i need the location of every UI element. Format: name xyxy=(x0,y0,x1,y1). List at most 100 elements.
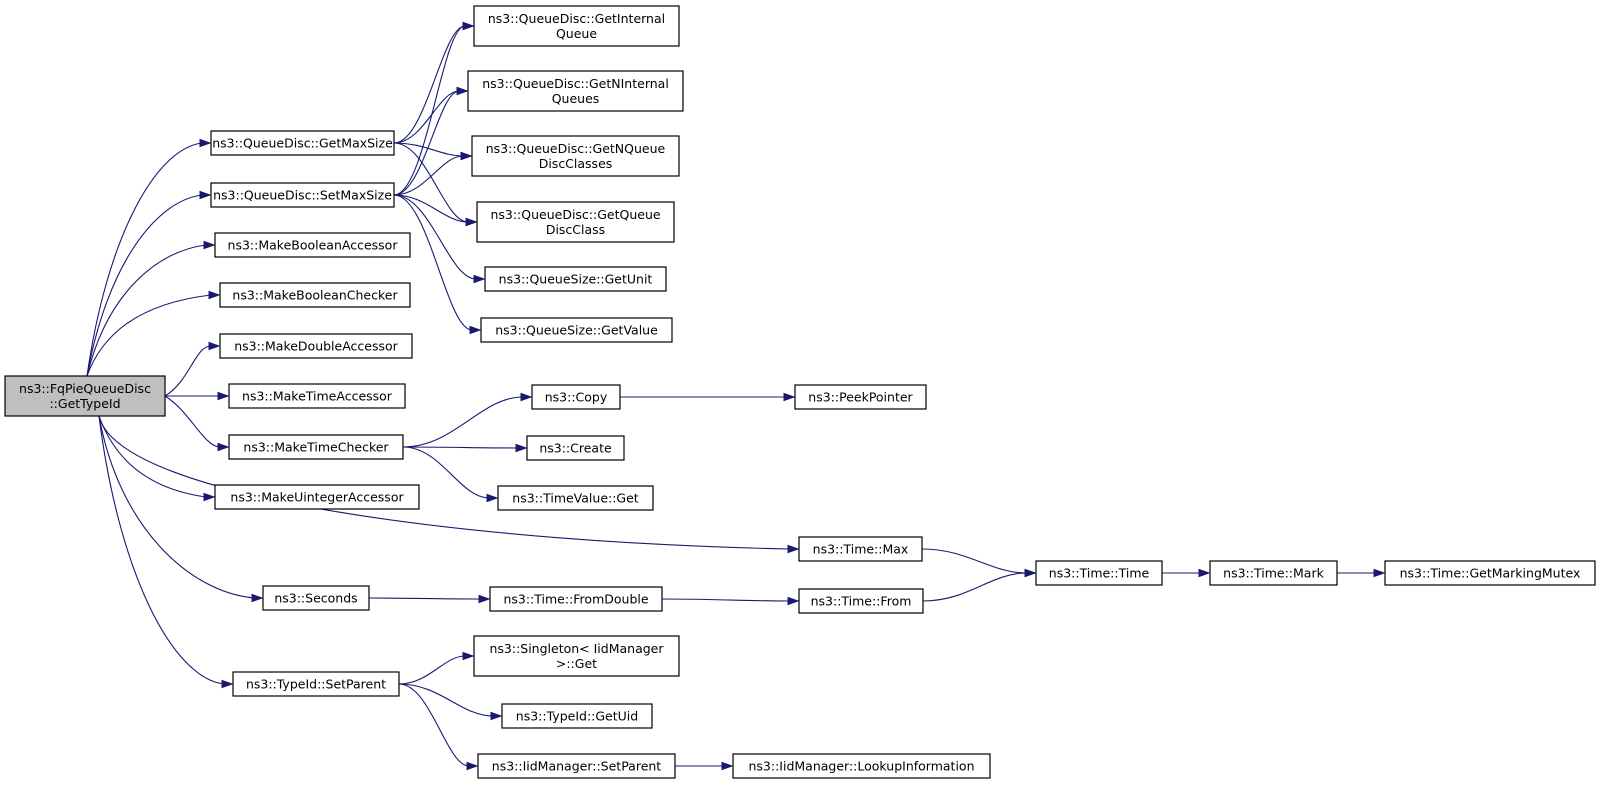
graph-node-setparent[interactable]: ns3::TypeId::SetParent xyxy=(232,671,400,697)
edge-line xyxy=(86,194,203,377)
node-box xyxy=(219,333,413,359)
node-label: ns3::Singleton< IidManager xyxy=(489,641,664,656)
node-label: ns3::QueueSize::GetUnit xyxy=(499,272,653,287)
graph-node-getmaxsize[interactable]: ns3::QueueDisc::GetMaxSize xyxy=(210,130,395,156)
edge-timemax-to-timetime xyxy=(921,548,1037,578)
edge-line xyxy=(661,598,791,602)
node-box xyxy=(526,435,625,461)
graph-node-timetime[interactable]: ns3::Time::Time xyxy=(1035,560,1163,586)
graph-node-maketimechk[interactable]: ns3::MakeTimeChecker xyxy=(228,434,404,460)
node-box xyxy=(1209,560,1338,586)
arrowhead-icon xyxy=(1373,568,1386,578)
arrowhead-icon xyxy=(203,240,216,250)
graph-node-makedoubleacc[interactable]: ns3::MakeDoubleAccessor xyxy=(219,333,413,359)
graph-node-copy[interactable]: ns3::Copy xyxy=(531,384,621,410)
edge-line xyxy=(86,142,203,377)
edge-setmaxsize-to-getqueuedisc xyxy=(393,194,478,227)
node-box xyxy=(228,434,404,460)
arrowhead-icon xyxy=(473,274,486,284)
edge-line xyxy=(86,244,207,377)
graph-node-getunit[interactable]: ns3::QueueSize::GetUnit xyxy=(484,266,667,292)
node-box xyxy=(219,282,411,308)
graph-node-getuid[interactable]: ns3::TypeId::GetUid xyxy=(501,703,653,729)
arrowhead-icon xyxy=(466,761,479,771)
node-box xyxy=(531,384,621,410)
arrowhead-icon xyxy=(462,651,475,661)
node-label: ns3::MakeTimeChecker xyxy=(243,440,389,455)
edge-line xyxy=(398,655,466,685)
node-box xyxy=(210,182,395,208)
edge-line xyxy=(368,597,482,600)
graph-node-fromdouble[interactable]: ns3::Time::FromDouble xyxy=(489,586,663,612)
graph-node-peekpointer[interactable]: ns3::PeekPointer xyxy=(794,384,927,410)
edge-line xyxy=(98,415,225,685)
node-label: ns3::FqPieQueueDisc xyxy=(19,381,151,396)
graph-node-markingmutex[interactable]: ns3::Time::GetMarkingMutex xyxy=(1384,560,1596,586)
edge-setmaxsize-to-getnqueuedisc xyxy=(393,151,473,196)
node-box xyxy=(480,317,673,343)
node-label: ns3::MakeBooleanChecker xyxy=(232,288,398,303)
edge-setmaxsize-to-getinternalqueue xyxy=(393,21,475,196)
node-label: ns3::QueueDisc::GetMaxSize xyxy=(212,136,393,151)
arrowhead-icon xyxy=(490,711,503,721)
graph-node-setmaxsize[interactable]: ns3::QueueDisc::SetMaxSize xyxy=(210,182,395,208)
graph-node-lookupinfo[interactable]: ns3::IidManager::LookupInformation xyxy=(732,753,991,779)
graph-node-makeboolacc[interactable]: ns3::MakeBooleanAccessor xyxy=(214,232,411,258)
node-label: ns3::IidManager::LookupInformation xyxy=(748,759,974,774)
node-label: ns3::TypeId::GetUid xyxy=(516,709,638,724)
edge-line xyxy=(398,683,470,767)
node-label: ns3::QueueDisc::SetMaxSize xyxy=(213,188,392,203)
graph-node-maketimeacc[interactable]: ns3::MakeTimeAccessor xyxy=(228,383,406,409)
node-box xyxy=(232,671,400,697)
edge-line xyxy=(393,194,473,331)
edge-line xyxy=(98,415,207,498)
node-box xyxy=(4,375,166,417)
graph-node-seconds[interactable]: ns3::Seconds xyxy=(262,585,370,611)
graph-node-singletonget[interactable]: ns3::Singleton< IidManager>::Get xyxy=(473,635,680,677)
graph-node-makeboolchk[interactable]: ns3::MakeBooleanChecker xyxy=(219,282,411,308)
call-graph-nodes: ns3::FqPieQueueDisc::GetTypeId ns3::Queue… xyxy=(4,5,1596,779)
arrowhead-icon xyxy=(456,86,469,96)
edge-line xyxy=(393,25,466,196)
edge-root-to-makeboolacc xyxy=(86,240,216,377)
arrowhead-icon xyxy=(251,593,264,603)
graph-node-timemark[interactable]: ns3::Time::Mark xyxy=(1209,560,1338,586)
arrowhead-icon xyxy=(486,493,499,503)
edge-maketimechk-to-create xyxy=(402,443,528,453)
arrowhead-icon xyxy=(787,596,800,606)
edge-fromdouble-to-timefrom xyxy=(661,596,800,606)
arrowhead-icon xyxy=(1198,568,1211,578)
edge-root-to-makeuintacc xyxy=(98,415,216,502)
node-box xyxy=(489,586,663,612)
graph-node-makeuintacc[interactable]: ns3::MakeUintegerAccessor xyxy=(214,484,420,510)
graph-node-timemax[interactable]: ns3::Time::Max xyxy=(798,536,923,562)
edge-line xyxy=(402,396,524,448)
edge-maketimechk-to-copy xyxy=(402,392,533,448)
graph-node-create[interactable]: ns3::Create xyxy=(526,435,625,461)
node-box xyxy=(473,635,680,677)
graph-node-timefrom[interactable]: ns3::Time::From xyxy=(798,588,924,614)
arrowhead-icon xyxy=(787,544,800,554)
node-box xyxy=(798,536,923,562)
node-label: ns3::Time::Mark xyxy=(1223,566,1324,581)
arrowhead-icon xyxy=(199,138,212,148)
arrowhead-icon xyxy=(462,21,475,31)
node-label: ns3::PeekPointer xyxy=(808,390,913,405)
graph-node-getvalue[interactable]: ns3::QueueSize::GetValue xyxy=(480,317,673,343)
edge-line xyxy=(164,395,221,448)
node-box xyxy=(501,703,653,729)
edge-timetime-to-timemark xyxy=(1161,568,1211,578)
node-label: ns3::Time::GetMarkingMutex xyxy=(1400,566,1581,581)
node-box xyxy=(467,70,684,112)
graph-node-iidsetparent[interactable]: ns3::IidManager::SetParent xyxy=(477,753,676,779)
graph-node-timevalueget[interactable]: ns3::TimeValue::Get xyxy=(497,485,654,511)
arrowhead-icon xyxy=(221,679,234,689)
node-label: ns3::MakeDoubleAccessor xyxy=(234,339,398,354)
edge-setparent-to-getuid xyxy=(398,683,503,721)
graph-node-root: ns3::FqPieQueueDisc::GetTypeId xyxy=(4,375,166,417)
edge-line xyxy=(98,415,791,550)
